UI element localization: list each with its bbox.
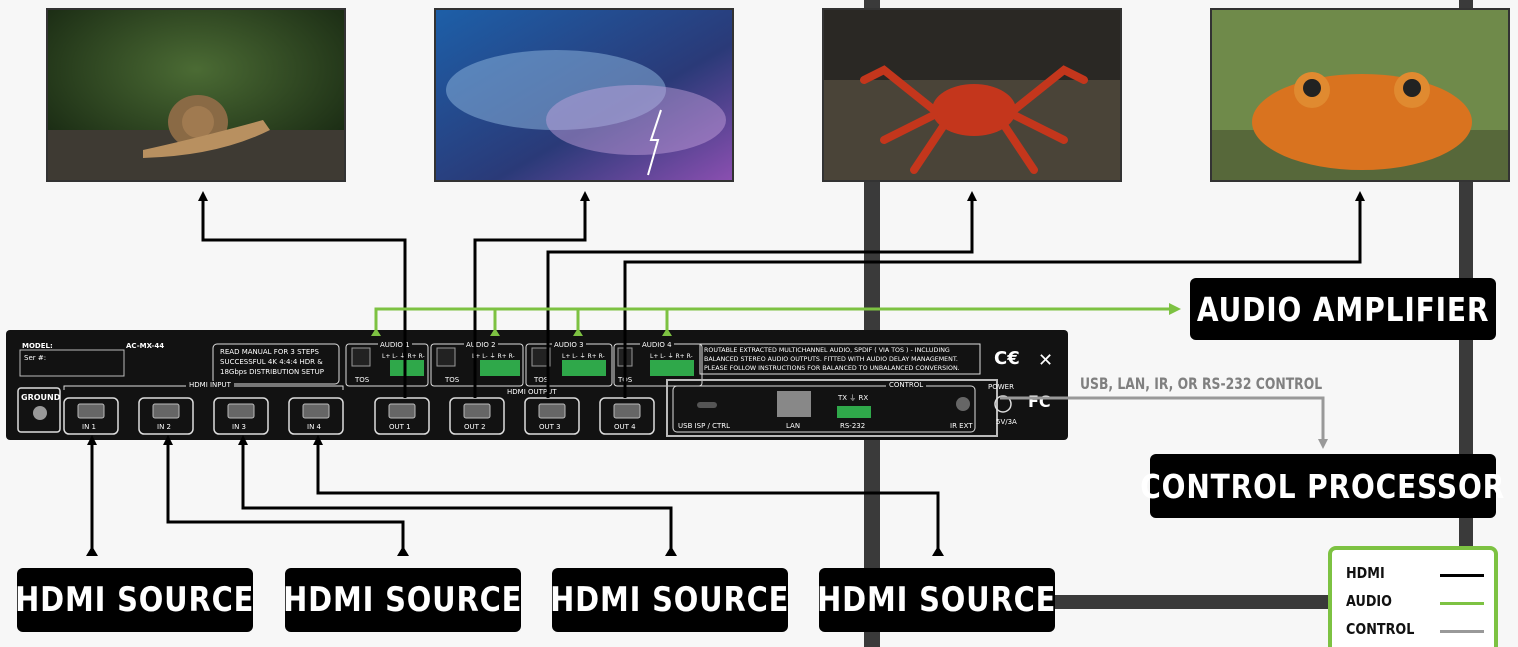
audio-1-pins: L+ L- ⏚ R+ R- bbox=[382, 353, 425, 360]
manual-note-line-3: 18Gbps DISTRIBUTION SETUP bbox=[220, 368, 324, 376]
control-connection-label: USB, LAN, IR, OR RS-232 CONTROL bbox=[1080, 374, 1323, 393]
audio-amplifier-box: AUDIO AMPLIFIER bbox=[1190, 278, 1496, 340]
rs232-port-label: RS-232 bbox=[840, 422, 866, 430]
hdmi-source-4-box: HDMI SOURCE bbox=[817, 568, 1057, 632]
input-port-1-label: IN 1 bbox=[82, 423, 96, 431]
audio-1-label: AUDIO 1 bbox=[378, 341, 412, 349]
hdmi-source-2-label: HDMI SOURCE bbox=[283, 580, 523, 620]
hdmi-input-label: HDMI INPUT bbox=[186, 381, 234, 389]
usb-port-label: USB ISP / CTRL bbox=[678, 422, 731, 430]
audio-amplifier-label: AUDIO AMPLIFIER bbox=[1196, 289, 1490, 329]
output-port-4-label: OUT 4 bbox=[614, 423, 636, 431]
hdmi-output-label: HDMI OUTPUT bbox=[504, 388, 560, 396]
hdmi-source-3-label: HDMI SOURCE bbox=[550, 580, 790, 620]
legend-control-line bbox=[1440, 630, 1484, 633]
output-port-3-label: OUT 3 bbox=[539, 423, 561, 431]
serial-label: Ser #: bbox=[24, 354, 47, 362]
legend-hdmi-line bbox=[1440, 574, 1484, 577]
audio-2-label: AUDIO 2 bbox=[464, 341, 498, 349]
input-port-3-label: IN 3 bbox=[232, 423, 246, 431]
display-frog bbox=[1210, 8, 1510, 182]
display-storm bbox=[434, 8, 734, 182]
legend: HDMI AUDIO CONTROL bbox=[1328, 546, 1498, 647]
matrix-switcher-rear-panel: ✕ MODEL: AC-MX-44 Ser #: READ MANUAL FOR… bbox=[6, 330, 1068, 440]
svg-text:✕: ✕ bbox=[1038, 350, 1053, 371]
control-label: CONTROL bbox=[886, 381, 927, 389]
hdmi-source-2-box: HDMI SOURCE bbox=[283, 568, 523, 632]
power-label: POWER bbox=[988, 383, 1014, 391]
model-label: MODEL: bbox=[22, 342, 53, 350]
input-port-4-label: IN 4 bbox=[307, 423, 321, 431]
manual-note-line-2: SUCCESSFUL 4K 4:4:4 HDR & bbox=[220, 358, 323, 366]
hdmi-source-4-label: HDMI SOURCE bbox=[817, 580, 1057, 620]
tos-3-label: TOS bbox=[534, 376, 549, 384]
legend-hdmi-label: HDMI bbox=[1346, 564, 1385, 582]
rs232-pins: TX ⏚ RX bbox=[838, 394, 869, 402]
audio-note-line-2: BALANCED STEREO AUDIO OUTPUTS. FITTED WI… bbox=[704, 356, 958, 363]
ir-port-label: IR EXT bbox=[950, 422, 973, 430]
control-processor-label: CONTROL PROCESSOR bbox=[1140, 466, 1506, 506]
legend-audio-line bbox=[1440, 602, 1484, 605]
control-processor-box: CONTROL PROCESSOR bbox=[1141, 454, 1505, 518]
display-snail bbox=[46, 8, 346, 182]
audio-3-pins: L+ L- ⏚ R+ R- bbox=[562, 353, 605, 360]
input-port-2-label: IN 2 bbox=[157, 423, 171, 431]
panel-ports: ✕ bbox=[17, 343, 1053, 437]
tos-2-label: TOS bbox=[445, 376, 460, 384]
hdmi-source-3-box: HDMI SOURCE bbox=[550, 568, 790, 632]
legend-audio-label: AUDIO bbox=[1346, 592, 1393, 610]
ce-mark-icon: C€ bbox=[994, 348, 1020, 369]
legend-control-label: CONTROL bbox=[1346, 620, 1415, 638]
model-number: AC-MX-44 bbox=[126, 342, 165, 350]
ground-label: GROUND bbox=[21, 393, 61, 402]
output-port-1-label: OUT 1 bbox=[389, 423, 411, 431]
audio-note-line-3: PLEASE FOLLOW INSTRUCTIONS FOR BALANCED … bbox=[704, 365, 960, 372]
output-port-2-label: OUT 2 bbox=[464, 423, 486, 431]
tos-1-label: TOS bbox=[355, 376, 370, 384]
audio-4-pins: L+ L- ⏚ R+ R- bbox=[650, 353, 693, 360]
display-crab bbox=[822, 8, 1122, 182]
power-rating: 5V/3A bbox=[996, 418, 1017, 426]
audio-note-line-1: ROUTABLE EXTRACTED MULTICHANNEL AUDIO, S… bbox=[704, 347, 950, 354]
hdmi-source-1-box: HDMI SOURCE bbox=[15, 568, 255, 632]
lan-port-label: LAN bbox=[786, 422, 801, 430]
manual-note-line-1: READ MANUAL FOR 3 STEPS bbox=[220, 348, 319, 356]
audio-3-label: AUDIO 3 bbox=[552, 341, 586, 349]
hdmi-source-1-label: HDMI SOURCE bbox=[15, 580, 255, 620]
audio-4-label: AUDIO 4 bbox=[640, 341, 674, 349]
audio-2-pins: L+ L- ⏚ R+ R- bbox=[472, 353, 515, 360]
